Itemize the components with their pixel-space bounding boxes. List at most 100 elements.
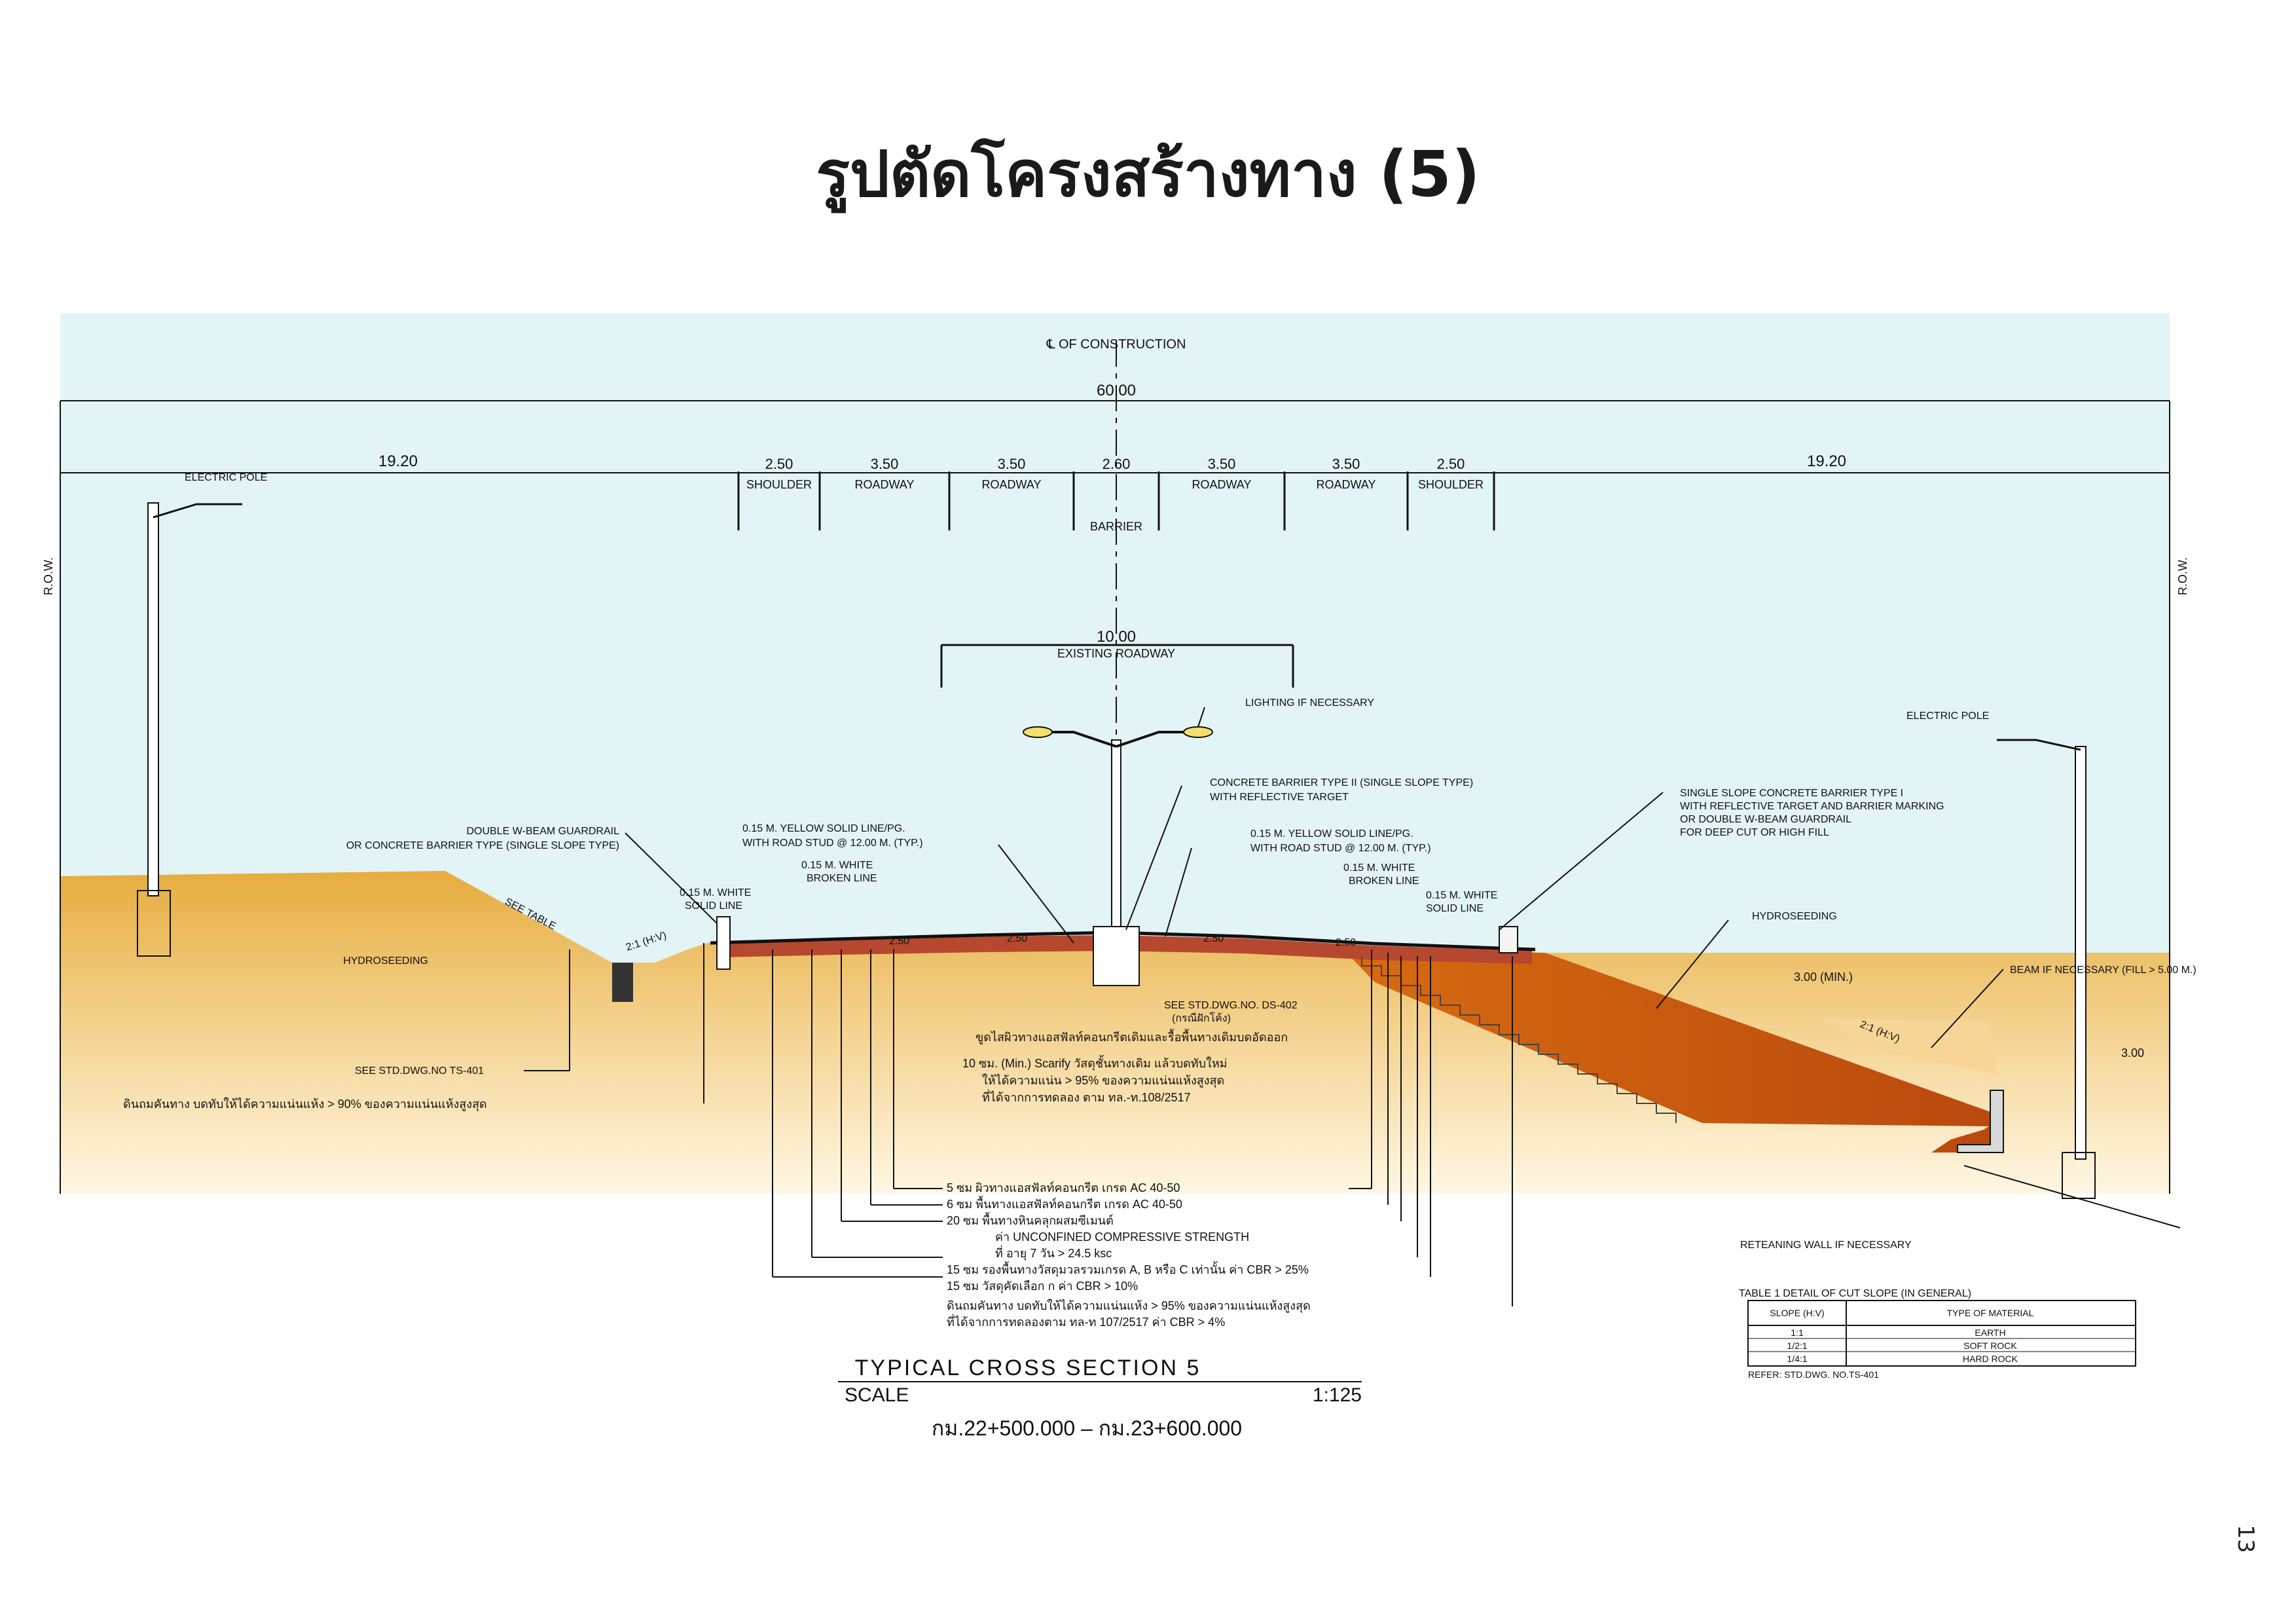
svg-text:HARD ROCK: HARD ROCK xyxy=(1963,1354,2018,1364)
svg-text:1/4:1: 1/4:1 xyxy=(1787,1354,1807,1364)
barrier-right xyxy=(1499,926,1518,953)
svg-text:OR DOUBLE W-BEAM GUARDRAIL: OR DOUBLE W-BEAM GUARDRAIL xyxy=(1680,814,1851,825)
svg-text:TABLE 1 DETAIL OF CUT SLOPE (I: TABLE 1 DETAIL OF CUT SLOPE (IN GENERAL) xyxy=(1739,1288,1971,1299)
retaining-wall xyxy=(1957,1090,2004,1153)
svg-text:FOR DEEP CUT OR HIGH FILL: FOR DEEP CUT OR HIGH FILL xyxy=(1680,827,1829,838)
lighting-pole xyxy=(1023,726,1213,986)
svg-text:6 ซม พื้นทางแอสฟัลท์คอนกรีต: 6 ซม พื้นทางแอสฟัลท์คอนกรีต เกรด AC 40-5… xyxy=(947,1196,1182,1211)
svg-text:2.50: 2.50 xyxy=(1203,933,1224,944)
svg-text:1:125: 1:125 xyxy=(1313,1384,1362,1406)
svg-text:ที่ได้จากการทดลอง ตาม ทล.-ท.10: ที่ได้จากการทดลอง ตาม ทล.-ท.108/2517 xyxy=(982,1089,1191,1104)
svg-text:ELECTRIC POLE: ELECTRIC POLE xyxy=(1906,710,1989,722)
segment-ticks xyxy=(737,471,1495,688)
svg-text:HYDROSEEDING: HYDROSEEDING xyxy=(343,955,428,967)
svg-text:ให้ได้ความแน่น > 95% ของความแน: ให้ได้ความแน่น > 95% ของความแน่นแห้งสูงส… xyxy=(982,1073,1224,1088)
svg-text:0.15 M. YELLOW SOLID LINE/PG.: 0.15 M. YELLOW SOLID LINE/PG. xyxy=(1250,828,1413,840)
svg-text:ROADWAY: ROADWAY xyxy=(854,478,914,491)
svg-text:OR CONCRETE BARRIER TYPE (SIN: OR CONCRETE BARRIER TYPE (SINGLE SLOPE T… xyxy=(346,840,619,851)
svg-text:SOLID LINE: SOLID LINE xyxy=(1426,903,1484,914)
svg-text:ROADWAY: ROADWAY xyxy=(1192,478,1251,491)
guardrail-left xyxy=(716,916,731,970)
svg-text:ROADWAY: ROADWAY xyxy=(1316,478,1376,491)
svg-text:SOLID LINE: SOLID LINE xyxy=(685,900,742,912)
svg-text:BROKEN LINE: BROKEN LINE xyxy=(807,873,877,884)
ground-area xyxy=(60,871,2170,1194)
svg-text:2.60: 2.60 xyxy=(1102,456,1131,472)
fill-slope xyxy=(1342,948,2003,1153)
svg-text:2.50: 2.50 xyxy=(1007,933,1027,944)
svg-text:0.15 M. WHITE: 0.15 M. WHITE xyxy=(1426,890,1497,901)
svg-text:3.50: 3.50 xyxy=(1332,456,1360,472)
svg-text:SHOULDER: SHOULDER xyxy=(1418,478,1484,491)
svg-text:WITH ROAD STUD @ 12.00 M. (TYP: WITH ROAD STUD @ 12.00 M. (TYP.) xyxy=(1250,843,1431,854)
segment-labels: 2.50 SHOULDER 3.50 ROADWAY 3.50 ROADWAY … xyxy=(746,456,1484,533)
fill-berm xyxy=(1820,1018,1997,1074)
svg-text:0.15 M. YELLOW SOLID LINE/PG.: 0.15 M. YELLOW SOLID LINE/PG. xyxy=(742,823,905,834)
page-title: รูปตัดโครงสร้างทาง (5) xyxy=(816,138,1480,211)
right-width-label: 19.20 xyxy=(1807,452,1846,470)
svg-text:SHOULDER: SHOULDER xyxy=(746,478,812,491)
svg-text:DOUBLE W-BEAM GUARDRAIL: DOUBLE W-BEAM GUARDRAIL xyxy=(466,826,619,837)
cut-slope-table: TABLE 1 DETAIL OF CUT SLOPE (IN GENERAL)… xyxy=(1739,1288,2136,1380)
svg-text:SLOPE (H:V): SLOPE (H:V) xyxy=(1770,1308,1824,1318)
svg-text:(กรณีฝักโค้ง): (กรณีฝักโค้ง) xyxy=(1172,1012,1231,1024)
svg-text:2.50: 2.50 xyxy=(1336,937,1356,948)
svg-text:SEE STD.DWG.NO. DS-402: SEE STD.DWG.NO. DS-402 xyxy=(1164,1000,1298,1011)
svg-text:1:1: 1:1 xyxy=(1791,1327,1804,1338)
svg-text:ดินถมคันทาง บดทับให้ได้ความแน่: ดินถมคันทาง บดทับให้ได้ความแน่นแห้ง > 95… xyxy=(947,1299,1311,1313)
svg-text:SEE STD.DWG.NO TS-401: SEE STD.DWG.NO TS-401 xyxy=(355,1065,484,1077)
svg-text:ROADWAY: ROADWAY xyxy=(981,478,1041,491)
annotation-labels: ELECTRIC POLE ELECTRIC POLE LIGHTING IF … xyxy=(123,472,2196,1251)
svg-text:WITH ROAD STUD @ 12.00 M. (TYP: WITH ROAD STUD @ 12.00 M. (TYP.) xyxy=(742,838,923,849)
svg-text:ELECTRIC POLE: ELECTRIC POLE xyxy=(185,472,267,483)
svg-text:TYPE OF MATERIAL: TYPE OF MATERIAL xyxy=(1947,1308,2034,1318)
existing-roadway-label: EXISTING ROADWAY xyxy=(1057,647,1175,660)
svg-text:CONCRETE BARRIER TYPE II (SING: CONCRETE BARRIER TYPE II (SINGLE SLOPE T… xyxy=(1210,777,1473,788)
svg-text:5 ซม ผิวทางแอสฟัลท์คอนกรีต เ: 5 ซม ผิวทางแอสฟัลท์คอนกรีต เกรด AC 40-50 xyxy=(947,1181,1180,1194)
electric-pole-left xyxy=(137,502,242,957)
svg-text:ที่ อายุ 7 วัน > 24.5 ksc: ที่ อายุ 7 วัน > 24.5 ksc xyxy=(995,1245,1112,1261)
svg-text:SOFT ROCK: SOFT ROCK xyxy=(1963,1340,2017,1351)
svg-text:WITH REFLECTIVE TARGET: WITH REFLECTIVE TARGET xyxy=(1210,792,1349,803)
svg-text:ที่ได้จากการทดลองตาม ทล-ท 107/: ที่ได้จากการทดลองตาม ทล-ท 107/2517 ค่า C… xyxy=(947,1314,1225,1329)
svg-text:กม.22+500.000 – กม.23+600.00: กม.22+500.000 – กม.23+600.000 xyxy=(932,1416,1242,1440)
row-right-label: R.O.W. xyxy=(2176,557,2189,595)
svg-text:REFER: STD.DWG. NO.TS-401: REFER: STD.DWG. NO.TS-401 xyxy=(1748,1369,1879,1380)
svg-text:3.50: 3.50 xyxy=(871,456,899,472)
svg-text:TYPICAL CROSS SECTION 5: TYPICAL CROSS SECTION 5 xyxy=(855,1356,1201,1380)
drain-left xyxy=(612,963,633,1002)
svg-text:ค่า UNCONFINED COMPRESSIVE STR: ค่า UNCONFINED COMPRESSIVE STRENGTH xyxy=(995,1230,1249,1244)
total-width-label: 60.00 xyxy=(1097,382,1136,399)
svg-text:20 ซม พื้นทางหินคลุกผสมซีเมน: 20 ซม พื้นทางหินคลุกผสมซีเมนต์ xyxy=(947,1212,1114,1228)
leader-lines xyxy=(524,707,2181,1306)
bench-steps xyxy=(1361,956,1677,1123)
svg-text:15 ซม รองพื้นทางวัสดุมวลรวมเ: 15 ซม รองพื้นทางวัสดุมวลรวมเกรด A, B หรื… xyxy=(947,1261,1309,1277)
layer-notes: ขูดไสผิวทางแอสฟัลท์คอนกรีตเดิมและรื้อพื้… xyxy=(947,1029,1311,1329)
svg-text:3.00: 3.00 xyxy=(2121,1046,2144,1060)
svg-text:ขูดไสผิวทางแอสฟัลท์คอนกรีตเดิม: ขูดไสผิวทางแอสฟัลท์คอนกรีตเดิมและรื้อพื้… xyxy=(975,1029,1288,1044)
svg-text:1/2:1: 1/2:1 xyxy=(1787,1340,1807,1351)
svg-text:HYDROSEEDING: HYDROSEEDING xyxy=(1752,911,1837,922)
electric-pole-right xyxy=(1997,739,2096,1199)
svg-text:ดินถมคันทาง บดทับให้ได้ความแน่: ดินถมคันทาง บดทับให้ได้ความแน่นแห้ง > 90… xyxy=(123,1097,487,1111)
svg-text:10 ซม. (Min.) Scarify วัสดุชั้: 10 ซม. (Min.) Scarify วัสดุชั้นทางเดิม แ… xyxy=(962,1055,1228,1071)
svg-text:15 ซม วัสดุคัดเลือก ก ค่า CB: 15 ซม วัสดุคัดเลือก ก ค่า CBR > 10% xyxy=(947,1280,1138,1293)
svg-text:BARRIER: BARRIER xyxy=(1090,520,1142,533)
svg-text:LIGHTING IF NECESSARY: LIGHTING IF NECESSARY xyxy=(1245,697,1374,709)
row-left-label: R.O.W. xyxy=(42,557,55,595)
svg-text:0.15 M. WHITE: 0.15 M. WHITE xyxy=(1343,862,1415,874)
svg-text:0.15 M. WHITE: 0.15 M. WHITE xyxy=(801,860,873,871)
centerline-label: ℄ OF CONSTRUCTION xyxy=(1046,337,1186,352)
svg-text:WITH REFLECTIVE TARGET AND BAR: WITH REFLECTIVE TARGET AND BARRIER MARKI… xyxy=(1680,801,1944,812)
page-number: 13 xyxy=(2232,1524,2259,1553)
svg-text:2.50: 2.50 xyxy=(1437,456,1465,472)
section-caption: TYPICAL CROSS SECTION 5 SCALE 1:125 กม.2… xyxy=(838,1356,1362,1440)
left-width-label: 19.20 xyxy=(378,452,418,470)
svg-text:3.50: 3.50 xyxy=(1208,456,1236,472)
svg-text:SCALE: SCALE xyxy=(845,1384,909,1406)
svg-text:EARTH: EARTH xyxy=(1975,1327,2005,1338)
svg-text:BEAM IF NECESSARY (FILL > 5.00: BEAM IF NECESSARY (FILL > 5.00 M.) xyxy=(2010,965,2196,976)
svg-text:2.50: 2.50 xyxy=(765,456,793,472)
svg-text:RETEANING WALL IF NECESSARY: RETEANING WALL IF NECESSARY xyxy=(1740,1240,1912,1251)
